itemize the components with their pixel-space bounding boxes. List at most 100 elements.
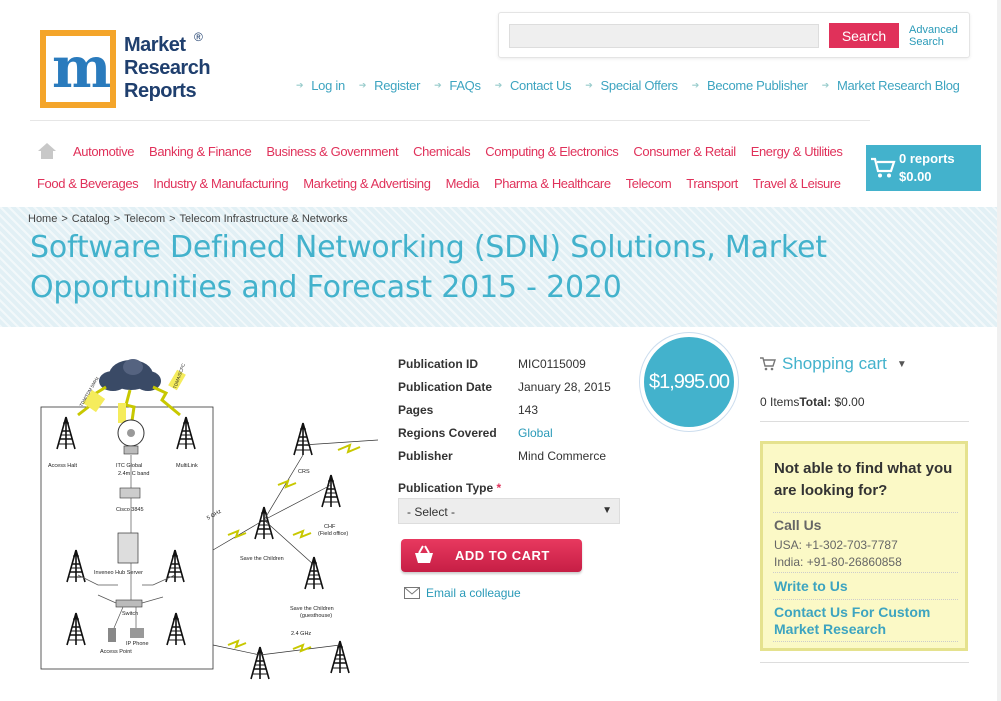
toplink-market-research-blog[interactable]: ➔ Market Research Blog	[822, 76, 960, 94]
svg-text:(Field office): (Field office)	[318, 531, 348, 537]
category-link-automotive[interactable]: Automotive	[73, 144, 135, 159]
arrow-right-icon: ➔	[585, 79, 593, 90]
toplink-label: Register	[374, 77, 421, 93]
toplink-become-publisher[interactable]: ➔Become Publisher	[692, 76, 808, 94]
header-cart[interactable]: 0 reports$0.00	[866, 145, 981, 191]
arrow-right-icon: ➔	[358, 79, 367, 90]
toplink-faqs[interactable]: ➔ FAQs	[434, 76, 481, 94]
cart-icon	[760, 357, 776, 371]
toplink-special-offers[interactable]: ➔ Special Offers	[585, 76, 679, 94]
phone-india: India: +91-80-26860858	[774, 555, 902, 569]
svg-text:CHF: CHF	[324, 524, 336, 530]
arrow-right-icon: ➔	[494, 79, 503, 90]
toplink-label: FAQs	[449, 77, 481, 93]
svg-text:Save the Children: Save the Children	[290, 606, 334, 612]
category-link-marketing-and-advertising[interactable]: Marketing & Advertising	[303, 176, 431, 191]
breadcrumb-separator: >	[169, 213, 176, 225]
arrow-right-icon: ➔	[434, 79, 442, 90]
home-icon[interactable]	[38, 143, 56, 159]
breadcrumb-item-telecom[interactable]: Telecom	[124, 213, 166, 225]
help-panel: Not able to find what you are looking fo…	[760, 441, 968, 651]
svg-text:(guesthouse): (guesthouse)	[300, 613, 332, 619]
page-scrollbar[interactable]	[997, 0, 1001, 701]
envelope-icon	[404, 587, 420, 599]
breadcrumb: Home>Catalog>Telecom>Telecom Infrastruct…	[28, 213, 348, 225]
basket-icon	[415, 545, 433, 563]
shopping-cart-heading[interactable]: Shopping cart ▼	[760, 354, 907, 374]
cloud-icon	[99, 359, 161, 391]
category-link-telecom[interactable]: Telecom	[625, 176, 672, 191]
toplink-register[interactable]: ➔ Register	[358, 76, 421, 94]
header-divider	[30, 120, 870, 121]
top-links: ➔ Log in ➔ Register ➔ FAQs ➔ Contact Us ➔ Special…	[296, 76, 974, 94]
breadcrumb-item-telecom-infrastructure-and-networks[interactable]: Telecom Infrastructure & Networks	[179, 213, 348, 225]
logo-mark: m	[40, 30, 116, 108]
category-link-computing-and-electronics[interactable]: Computing & Electronics	[485, 144, 619, 159]
write-to-us-link[interactable]: Write to Us	[774, 578, 848, 594]
arrow-right-icon: ➔	[821, 79, 830, 90]
svg-text:Switch: Switch	[122, 611, 138, 617]
chevron-down-icon: ▼	[896, 358, 907, 370]
category-link-chemicals[interactable]: Chemicals	[413, 144, 471, 159]
svg-text:MultiLink: MultiLink	[176, 463, 198, 469]
breadcrumb-item-home[interactable]: Home	[28, 213, 58, 225]
category-link-energy-and-utilities[interactable]: Energy & Utilities	[750, 144, 843, 159]
toplink-label: Log in	[311, 77, 345, 93]
category-link-food-and-beverages[interactable]: Food & Beverages	[37, 176, 139, 191]
custom-research-link[interactable]: Contact Us For Custom Market Research	[774, 604, 931, 637]
cart-total: $0.00	[899, 169, 932, 184]
breadcrumb-item-catalog[interactable]: Catalog	[71, 213, 110, 225]
detail-label: Pages	[398, 402, 434, 417]
svg-text:ITC Global: ITC Global	[116, 463, 142, 469]
arrow-right-icon: ➔	[296, 79, 304, 90]
category-link-industry-and-manufacturing[interactable]: Industry & Manufacturing	[153, 176, 289, 191]
product-image-network-diagram: Access Halt ITC Global 2.4m C band Multi…	[40, 359, 379, 680]
detail-label: Publication ID	[398, 356, 479, 371]
email-colleague-link[interactable]: Email a colleague	[404, 586, 521, 600]
toplink-label: Market Research Blog	[836, 77, 960, 93]
publication-type-select[interactable]: - Select - ▼	[398, 498, 620, 524]
add-to-cart-button[interactable]: ADD TO CART	[401, 539, 582, 572]
category-link-media[interactable]: Media	[445, 176, 480, 191]
search-button[interactable]: Search	[829, 23, 899, 48]
breadcrumb-separator: >	[61, 213, 68, 225]
detail-value[interactable]: Global	[518, 425, 553, 440]
title-banner	[0, 207, 1001, 327]
toplink-contact-us[interactable]: ➔ Contact Us	[495, 76, 572, 94]
svg-text:2.4 GHz: 2.4 GHz	[291, 631, 311, 637]
cart-divider	[760, 421, 969, 422]
toplink-log-in[interactable]: ➔ Log in	[296, 76, 345, 94]
dropdown-caret-icon: ▼	[602, 505, 612, 516]
category-link-banking-and-finance[interactable]: Banking & Finance	[149, 144, 252, 159]
toplink-label: Special Offers	[600, 77, 679, 93]
sidebar-divider	[760, 662, 969, 663]
svg-text:5 GHz: 5 GHz	[206, 509, 223, 522]
help-question: Not able to find what you are looking fo…	[774, 460, 953, 499]
category-link-travel-and-leisure[interactable]: Travel & Leisure	[752, 176, 841, 191]
category-link-consumer-and-retail[interactable]: Consumer & Retail	[633, 144, 736, 159]
shopping-cart-summary: 0 ItemsTotal: $0.00	[760, 395, 865, 409]
search-input[interactable]	[509, 24, 819, 48]
detail-label: Publisher	[398, 448, 453, 463]
category-link-pharma-and-healthcare[interactable]: Pharma & Healthcare	[494, 176, 611, 191]
category-link-business-and-government[interactable]: Business & Government	[266, 144, 399, 159]
registered-mark: ®	[194, 30, 203, 44]
svg-text:Inveneo Hub Server: Inveneo Hub Server	[94, 570, 143, 576]
detail-value: 143	[518, 402, 539, 417]
detail-row-pages: Pages 143	[398, 398, 628, 421]
category-link-transport[interactable]: Transport	[686, 176, 738, 191]
publication-type-label: Publication Type *	[398, 481, 502, 495]
toplink-label: Become Publisher	[706, 77, 808, 93]
category-nav-row-2: Food & Beverages Industry & Manufacturing…	[37, 176, 856, 191]
svg-text:Access Point: Access Point	[100, 649, 132, 655]
detail-label: Regions Covered	[398, 425, 497, 440]
toplink-label: Contact Us	[509, 77, 572, 93]
